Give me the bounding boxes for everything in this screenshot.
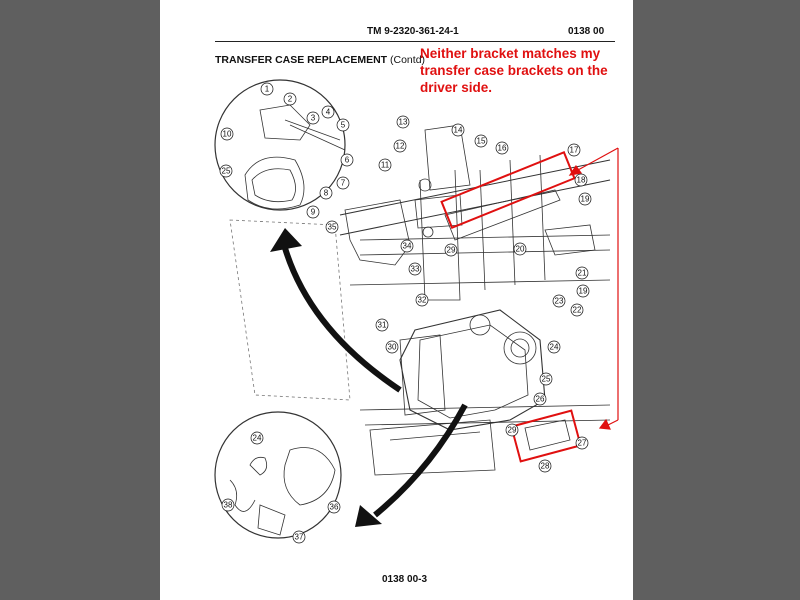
- callout-label: 27: [578, 439, 587, 448]
- callout-label: 12: [396, 142, 405, 151]
- callout-label: 31: [378, 321, 387, 330]
- callout-label: 29: [508, 426, 517, 435]
- callout-label: 33: [411, 265, 420, 274]
- callout-label: 11: [381, 161, 390, 170]
- callout-label: 16: [498, 144, 507, 153]
- callout-label: 25: [542, 375, 551, 384]
- callout-label: 23: [555, 297, 564, 306]
- section-title: TRANSFER CASE REPLACEMENT (Contd): [215, 54, 425, 66]
- callout-label: 32: [418, 296, 427, 305]
- callout-label: 10: [223, 130, 232, 139]
- page-id: 0138 00: [568, 26, 605, 37]
- callout-label: 8: [324, 189, 329, 198]
- callout-label: 14: [454, 126, 463, 135]
- callout-label: 18: [577, 176, 586, 185]
- callout-label: 35: [328, 223, 337, 232]
- callout-label: 15: [477, 137, 486, 146]
- footer-page-number: 0138 00-3: [382, 574, 428, 585]
- section-title-main: TRANSFER CASE REPLACEMENT: [215, 54, 388, 66]
- callout-label: 38: [224, 501, 233, 510]
- document-id: TM 9-2320-361-24-1: [367, 26, 459, 37]
- callout-label: 26: [536, 395, 545, 404]
- callout-label: 7: [341, 179, 346, 188]
- callout-label: 22: [573, 306, 582, 315]
- callout-label: 30: [388, 343, 397, 352]
- section-title-contd: (Contd): [390, 54, 426, 66]
- callout-label: 34: [403, 242, 412, 251]
- callout-label: 28: [541, 462, 550, 471]
- red-annotation-note: Neither bracket matches my transfer case…: [420, 46, 608, 95]
- callout-label: 4: [326, 108, 331, 117]
- callout-label: 20: [516, 245, 525, 254]
- callout-label: 37: [295, 533, 304, 542]
- callout-label: 24: [550, 343, 559, 352]
- header-divider: [215, 41, 615, 42]
- exploded-view-illustration: 1 2 3 4 5 6 7 8 9 10 11 12 13 14 15 16 1…: [214, 79, 619, 544]
- callout-label: 21: [578, 269, 587, 278]
- callout-label: 36: [330, 503, 339, 512]
- callout-label: 19: [581, 195, 590, 204]
- callout-label: 3: [311, 114, 316, 123]
- callout-label: 17: [570, 146, 579, 155]
- callout-label: 13: [399, 118, 408, 127]
- callout-label: 9: [311, 208, 316, 217]
- callout-label: 2: [288, 95, 293, 104]
- callout-label: 29: [447, 246, 456, 255]
- callout-label: 6: [345, 156, 350, 165]
- callout-label: 1: [265, 85, 270, 94]
- callout-label: 5: [341, 121, 346, 130]
- callout-label: 25: [222, 167, 231, 176]
- manual-page: 1 2 3 4 5 6 7 8 9 10 11 12 13 14 15 16 1…: [160, 0, 633, 600]
- callout-label: 19: [579, 287, 588, 296]
- callout-label: 24: [253, 434, 262, 443]
